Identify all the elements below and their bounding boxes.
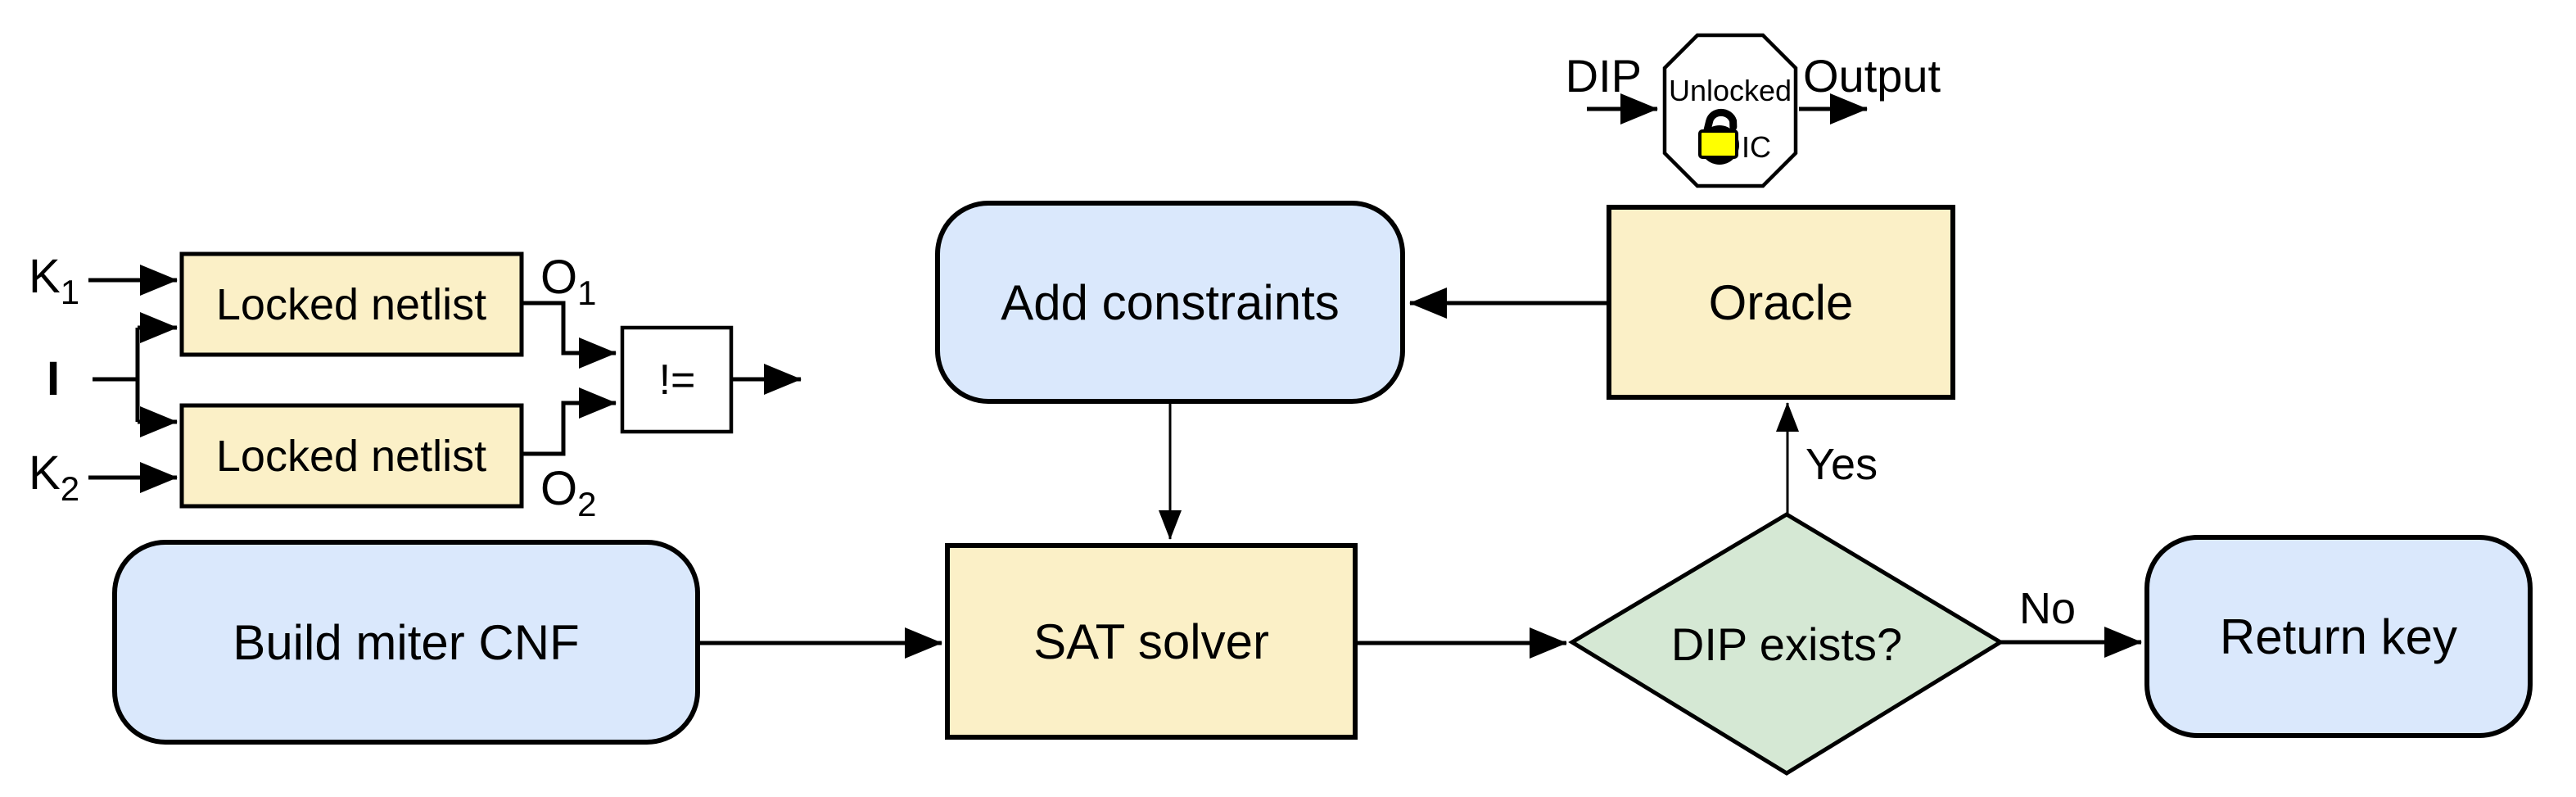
add-constraints-label: Add constraints [1001, 275, 1340, 330]
unlocked-ic-chip: DIP Unlocked IC Output [1566, 33, 1941, 188]
o2-wire [522, 387, 617, 456]
chip-octagon [1662, 33, 1798, 188]
flowchart: Add constraints Oracle Build miter CNF S… [112, 201, 2533, 776]
o2-label: O2 [540, 462, 596, 523]
chip-line1-label: Unlocked [1669, 74, 1792, 107]
chip-line2-label: IC [1742, 130, 1771, 164]
oracle-node [1607, 205, 1955, 400]
sat-solver-label: SAT solver [1033, 614, 1269, 669]
output-label: Output [1803, 50, 1941, 102]
open-padlock-icon [1698, 108, 1739, 165]
comparator-label: != [659, 356, 696, 404]
k1-label: K1 [29, 250, 79, 311]
input-label: I [47, 352, 60, 405]
padlock-shackle [1703, 108, 1738, 134]
sat-solver-node [945, 543, 1358, 740]
oracle-label: Oracle [1709, 275, 1854, 330]
dip-exists-label: DIP exists? [1671, 618, 1902, 670]
o1-label: O1 [540, 251, 596, 312]
build-miter-cnf-label: Build miter CNF [233, 615, 579, 670]
k2-label: K2 [29, 446, 79, 508]
dip-label: DIP [1566, 50, 1642, 102]
no-label: No [2019, 584, 2076, 633]
o1-wire [522, 301, 617, 369]
return-key-node [2144, 535, 2533, 738]
locked-netlist-top-label: Locked netlist [216, 280, 486, 329]
padlock-body [1698, 129, 1738, 159]
locked-netlist-top-box [179, 251, 524, 357]
yes-label: Yes [1805, 440, 1878, 489]
locked-netlist-bottom-label: Locked netlist [216, 432, 486, 481]
return-key-label: Return key [2220, 609, 2457, 664]
miter-circuit: K1 I K2 Locked netlist Locked netlist O1… [29, 250, 802, 523]
